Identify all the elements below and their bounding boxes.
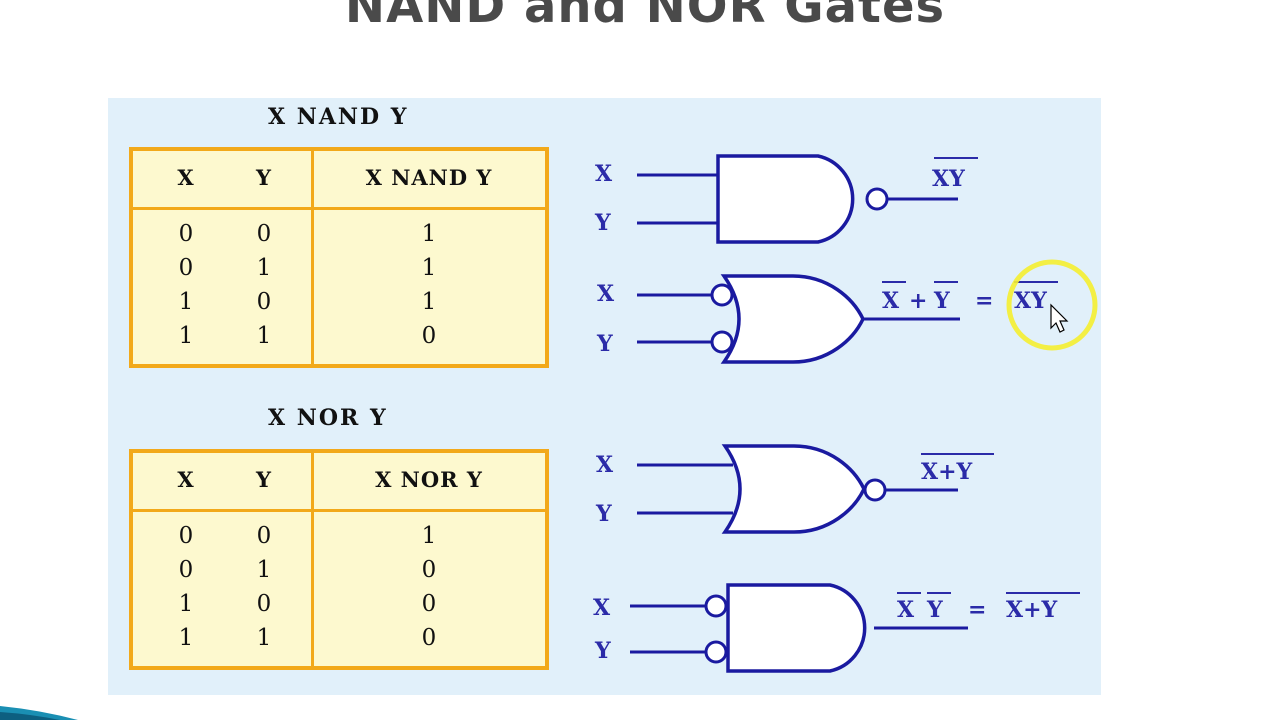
input-label-y: Y: [594, 638, 611, 664]
header-output: X NAND Y: [365, 165, 493, 190]
expression-term: Y: [933, 288, 950, 314]
table-cell: 0: [256, 591, 272, 617]
and-gate-body: [726, 583, 867, 673]
header-x: X: [177, 165, 195, 190]
expression-operator: +: [909, 288, 927, 314]
expression-result: X+Y: [1006, 597, 1058, 623]
expression-term: X: [882, 288, 900, 314]
table-cell: 0: [256, 289, 272, 315]
header-x: X: [177, 467, 195, 492]
table-cell: 1: [421, 255, 437, 281]
inverter-bubble: [704, 594, 728, 618]
header-y: Y: [256, 165, 272, 190]
inverter-bubble: [863, 478, 887, 502]
expression-equals: =: [975, 288, 993, 314]
or-gate-body: [721, 444, 866, 534]
nor-table-caption: X NOR Y: [268, 405, 388, 431]
table-cell: 1: [178, 625, 194, 651]
input-label-y: Y: [596, 331, 613, 357]
inverter-bubble: [865, 187, 889, 211]
input-label-x: X: [596, 452, 614, 478]
table-cell: 0: [256, 523, 272, 549]
table-cell: 1: [256, 625, 272, 651]
table-cell: 0: [256, 221, 272, 247]
or-gate-body: [720, 274, 865, 364]
and-gate-body: [716, 154, 855, 244]
table-cell: 1: [256, 557, 272, 583]
nand-equivalent-diagram: X Y X + Y = XY: [596, 259, 1098, 364]
table-cell: 0: [421, 323, 437, 349]
table-cell: 1: [178, 323, 194, 349]
content-panel: X NAND Y X Y X NAND Y 0 0 1 0 1 1 1 0 1 …: [108, 98, 1101, 695]
table-divider: [133, 207, 545, 210]
table-divider: [311, 453, 314, 666]
table-cell: 1: [421, 221, 437, 247]
nor-gate-diagram: X Y X+Y: [595, 444, 994, 534]
output-expression: X+Y: [921, 459, 973, 485]
table-cell: 0: [178, 255, 194, 281]
inverter-bubble: [704, 640, 728, 664]
input-label-x: X: [597, 281, 615, 307]
expression-term: Y: [926, 597, 943, 623]
table-cell: 1: [178, 591, 194, 617]
table-cell: 0: [421, 591, 437, 617]
expression-term: X: [897, 597, 915, 623]
cursor-highlight-ring: [1006, 259, 1098, 351]
inverter-bubble: [710, 330, 734, 354]
nor-truth-table: X Y X NOR Y 0 0 1 0 1 0 1 0 0 1 1 0: [129, 449, 549, 670]
nand-truth-table: X Y X NAND Y 0 0 1 0 1 1 1 0 1 1 1 0: [129, 147, 549, 368]
nand-table-caption: X NAND Y: [268, 104, 409, 130]
table-cell: 1: [421, 523, 437, 549]
table-cell: 0: [178, 523, 194, 549]
gate-diagrams: X Y XY X Y X + Y = XY: [593, 154, 1098, 673]
table-cell: 0: [421, 625, 437, 651]
input-label-y: Y: [594, 210, 611, 236]
slide-corner-swoosh: [0, 706, 78, 720]
header-output: X NOR Y: [375, 467, 483, 492]
nand-gate-diagram: X Y XY: [594, 154, 978, 244]
input-label-x: X: [595, 161, 613, 187]
table-cell: 0: [178, 221, 194, 247]
table-cell: 1: [256, 323, 272, 349]
expression-equals: =: [968, 597, 986, 623]
table-cell: 0: [421, 557, 437, 583]
table-cell: 1: [421, 289, 437, 315]
table-divider: [311, 151, 314, 364]
input-label-x: X: [593, 595, 611, 621]
table-cell: 1: [256, 255, 272, 281]
mouse-pointer-icon: [1050, 303, 1069, 333]
input-label-y: Y: [595, 501, 612, 527]
inverter-bubble: [710, 283, 734, 307]
table-divider: [133, 509, 545, 512]
slide-title: NAND and NOR Gates: [344, 0, 946, 34]
expression-result: XY: [1014, 288, 1047, 314]
output-expression: XY: [932, 166, 965, 192]
header-y: Y: [256, 467, 272, 492]
nor-equivalent-diagram: X Y X Y = X+Y: [593, 583, 1080, 673]
table-cell: 0: [178, 557, 194, 583]
table-cell: 1: [178, 289, 194, 315]
